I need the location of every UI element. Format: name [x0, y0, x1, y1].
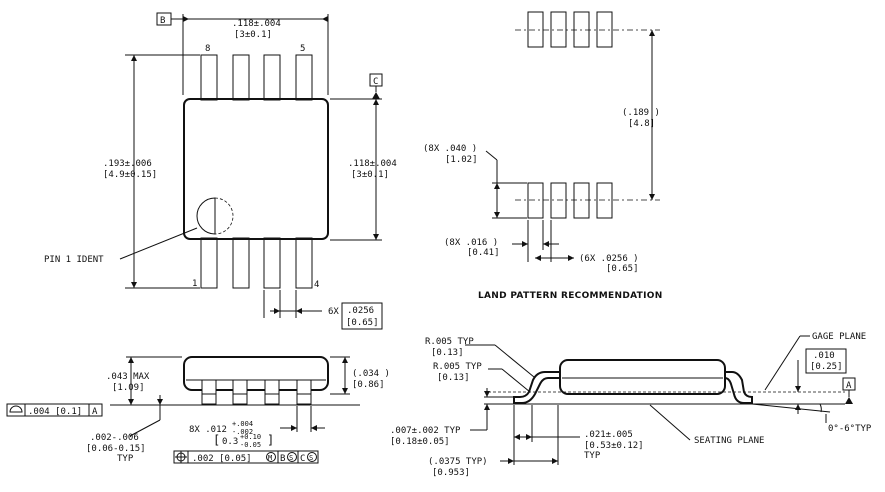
- pad-bot-1: [527, 182, 544, 219]
- standoff-text: .002-.006: [90, 433, 139, 443]
- angle-label: 0°-6°TYP: [828, 424, 872, 434]
- pad-top-1: [527, 11, 544, 48]
- svg-text:[: [: [213, 433, 220, 447]
- seating-plane-label: SEATING PLANE: [694, 436, 764, 446]
- max-height-text: .043 MAX: [106, 372, 150, 382]
- pad-pitch-mm: [0.65]: [606, 264, 639, 274]
- pad-length-mm: [1.02]: [445, 155, 478, 165]
- foot-length-text: .021±.005: [584, 430, 633, 440]
- position-mod-2: S: [309, 454, 313, 462]
- pin1-ident-mark: [196, 197, 216, 235]
- datum-c-box: [369, 73, 383, 87]
- height-dim-text: .193±.006: [103, 159, 152, 169]
- standoff-mm: [0.06-0.15]: [86, 444, 146, 454]
- lead-7: [232, 54, 250, 101]
- position-mod: M: [268, 454, 272, 462]
- land-pattern-title: LAND PATTERN RECOMMENDATION: [478, 291, 663, 301]
- pad-length-text: (8X .040 ): [423, 144, 477, 154]
- detail-view: GAGE PLANE SEATING PLANE .010 [0.25] A 0…: [390, 332, 872, 478]
- package-body: [183, 98, 329, 240]
- foot-length-mm: [0.53±0.12]: [584, 441, 644, 451]
- lead-6: [263, 54, 281, 101]
- standoff-typ: TYP: [117, 454, 134, 464]
- lead-thickness-mm: [0.18±0.05]: [390, 437, 450, 447]
- position-mod-1: S: [289, 454, 293, 462]
- lead-2: [232, 237, 250, 289]
- pitch-value: .0256: [347, 306, 374, 316]
- pad-bot-2: [550, 182, 567, 219]
- flatness-datum: A: [92, 407, 98, 417]
- pin-8-label: 8: [205, 44, 210, 54]
- radius-1-mm: [0.13]: [431, 348, 464, 358]
- width-dim-mm: [3±0.1]: [234, 30, 272, 40]
- lead-width-tol-plus: +.004: [232, 420, 253, 428]
- side-view: .043 MAX [1.09] (.034 ) [0.86] .004 [0.1…: [6, 356, 390, 464]
- foot-ref-text: (.0375 TYP): [428, 457, 488, 467]
- datum-a-label: A: [846, 381, 852, 391]
- radius-2-text: R.005 TYP: [433, 362, 482, 372]
- pad-width-text: (8X .016 ): [444, 238, 498, 248]
- lead-width-tol-minus: -.002: [232, 428, 253, 436]
- gage-dim-box: [805, 348, 847, 374]
- lead-3: [263, 237, 281, 289]
- pad-width-mm: [0.41]: [467, 248, 500, 258]
- svg-text:]: ]: [267, 433, 274, 447]
- body-thickness-text: (.034 ): [352, 369, 390, 379]
- flatness-value: .004 [0.1]: [28, 407, 82, 417]
- max-height-mm: [1.09]: [112, 383, 145, 393]
- left-lead: [513, 371, 560, 404]
- radius-1-text: R.005 TYP: [425, 337, 474, 347]
- right-lead: [724, 371, 753, 404]
- lead-width-mm-tol-plus: +0.10: [240, 433, 261, 441]
- side-body: [183, 356, 329, 391]
- foot-ref-mm: [0.953]: [432, 468, 470, 478]
- pin-4-label: 4: [314, 280, 319, 290]
- gage-dim-mm: [0.25]: [810, 362, 843, 372]
- datum-b-label: B: [160, 16, 165, 26]
- pad-pitch-text: (6X .0256 ): [579, 254, 639, 264]
- top-view: B .118±.004 [3±0.1] 8 5 1 4 PIN 1 IDENT: [44, 12, 397, 330]
- pin1-ident-label: PIN 1 IDENT: [44, 255, 104, 265]
- pin-1-label: 1: [192, 279, 197, 289]
- lead-thickness-text: .007±.002 TYP: [390, 426, 461, 436]
- lead-4: [295, 237, 313, 289]
- width-dim-text: .118±.004: [232, 19, 281, 29]
- height-dim-mm: [4.9±0.15]: [103, 170, 157, 180]
- foot-length-typ: TYP: [584, 451, 601, 461]
- position-datum-2: C: [300, 454, 305, 464]
- body-thickness-mm: [0.86]: [352, 380, 385, 390]
- position-tol-value: .002 [0.05]: [192, 454, 252, 464]
- lead-width-text: 8X .012: [189, 425, 227, 435]
- detail-body: [559, 359, 726, 395]
- position-tolerance-frame: .002 [0.05] M B S C S: [173, 450, 319, 464]
- body-dim-text: .118±.004: [348, 159, 397, 169]
- pad-bot-4: [596, 182, 613, 219]
- pad-top-4: [596, 11, 613, 48]
- lead-5: [295, 54, 313, 101]
- gage-dim-text: .010: [813, 351, 835, 361]
- row-spacing-text: (.189 ): [622, 108, 660, 118]
- row-spacing-mm: [4.8]: [628, 119, 655, 129]
- radius-2-mm: [0.13]: [437, 373, 470, 383]
- lead-width-mm-tol-minus: -0.05: [240, 441, 261, 449]
- position-datum-1: B: [280, 454, 285, 464]
- lead-1: [200, 237, 218, 289]
- lead-8: [200, 54, 218, 101]
- profile-icon: [9, 405, 23, 413]
- gage-plane-label: GAGE PLANE: [812, 332, 866, 342]
- pitch-value-mm: [0.65]: [346, 318, 379, 328]
- pad-top-3: [573, 11, 590, 48]
- datum-c-label: C: [373, 77, 378, 87]
- pin-5-label: 5: [300, 44, 305, 54]
- pad-bot-3: [573, 182, 590, 219]
- pad-top-2: [550, 11, 567, 48]
- lead-width-mm: 0.3: [222, 437, 238, 447]
- pitch-count: 6X: [328, 307, 339, 317]
- body-dim-mm: [3±0.1]: [351, 170, 389, 180]
- pitch-box: [341, 302, 383, 330]
- land-pattern-view: (.189 ) [4.8] (8X .040 ) [1.02] (8X .016…: [423, 11, 663, 301]
